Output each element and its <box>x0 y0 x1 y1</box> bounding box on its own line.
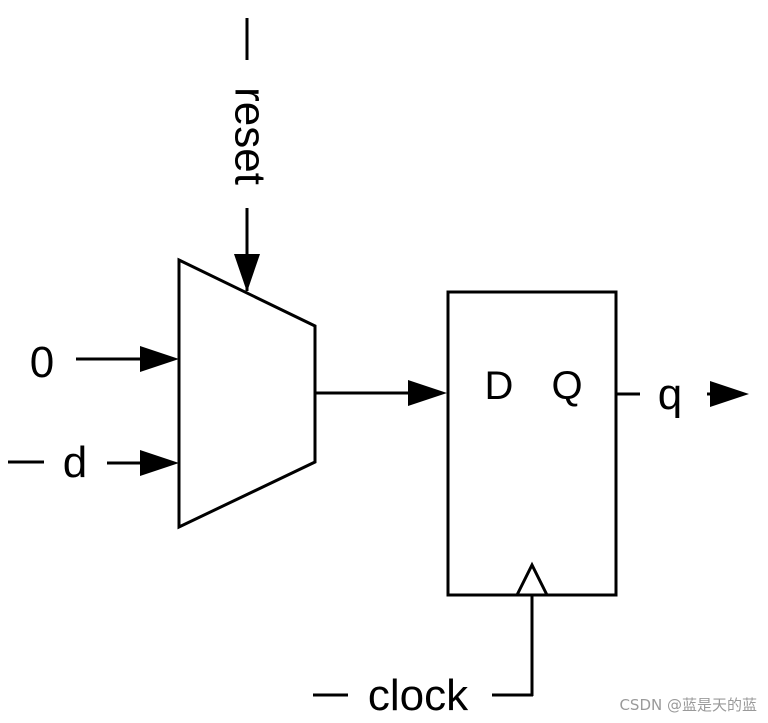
multiplexer <box>177 257 317 530</box>
mux-output-arrow <box>408 380 447 406</box>
flipflop-q-port: Q <box>551 364 582 408</box>
input-zero-label: 0 <box>30 338 54 387</box>
input-zero-arrow <box>140 346 179 372</box>
clock-edge-triangle <box>515 561 549 596</box>
clock-label: clock <box>368 671 469 720</box>
input-d-arrow <box>140 450 179 476</box>
input-d-label: d <box>63 438 87 487</box>
output-q-label: q <box>658 370 682 419</box>
reset-label: reset <box>225 87 274 185</box>
reset-arrow <box>234 254 260 292</box>
flipflop-d-port: D <box>485 364 514 408</box>
d-flipflop <box>446 290 618 597</box>
output-q-arrow <box>710 381 749 407</box>
watermark: CSDN @蓝是天的蓝 <box>619 696 757 714</box>
